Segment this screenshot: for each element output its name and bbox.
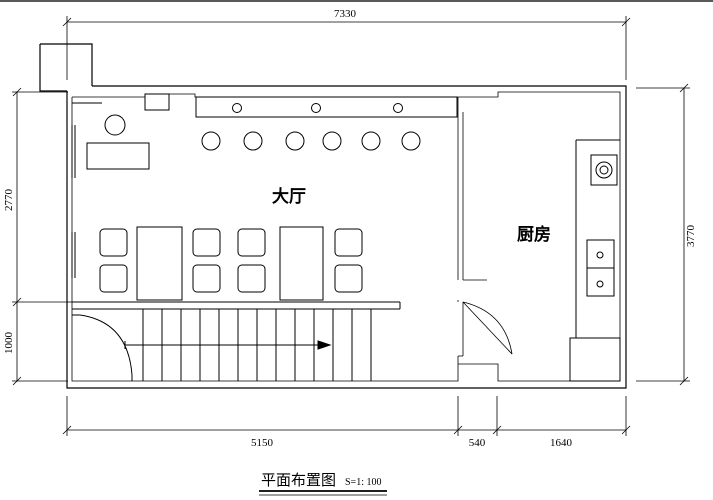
kitchen-cabinet	[569, 337, 621, 382]
left-lower-dimension-label: 1000	[3, 332, 15, 355]
bottom-mid-dimension-label: 540	[469, 437, 486, 449]
entrance-door	[72, 314, 133, 381]
bottom-dimension: 5150 540 1640	[62, 396, 631, 449]
right-dimension-label: 3770	[685, 225, 697, 248]
stove	[590, 154, 618, 186]
kitchen-door	[462, 301, 513, 356]
cabinet-block	[144, 93, 170, 111]
sink	[586, 239, 615, 297]
top-dimension: 7330	[62, 8, 631, 80]
left-windows	[71, 102, 102, 278]
partition-wall	[457, 97, 487, 364]
window-top-border	[0, 0, 713, 2]
kitchen-label: 厨房	[517, 224, 551, 245]
right-dimension: 3770	[636, 83, 697, 386]
bar-stools	[201, 131, 421, 151]
kitchen-counter	[575, 139, 620, 338]
dining-table-1	[99, 226, 221, 301]
drawing-title-text: 平面布置图	[261, 471, 336, 489]
top-dimension-label: 7330	[334, 8, 357, 20]
dining-table-2	[237, 226, 363, 301]
left-upper-dimension-label: 2770	[3, 189, 15, 212]
hall-label: 大厅	[272, 186, 306, 207]
drawing-scale-text: S=1: 100	[345, 477, 381, 488]
bottom-kitchen-dimension-label: 1640	[550, 437, 573, 449]
bar-counter	[195, 96, 458, 118]
drawing-title: 平面布置图 S=1: 100	[259, 471, 387, 496]
left-dimension: 2770 1000	[3, 87, 68, 386]
bottom-hall-dimension-label: 5150	[251, 437, 274, 449]
staircase	[72, 301, 401, 381]
reception-desk	[86, 114, 150, 170]
